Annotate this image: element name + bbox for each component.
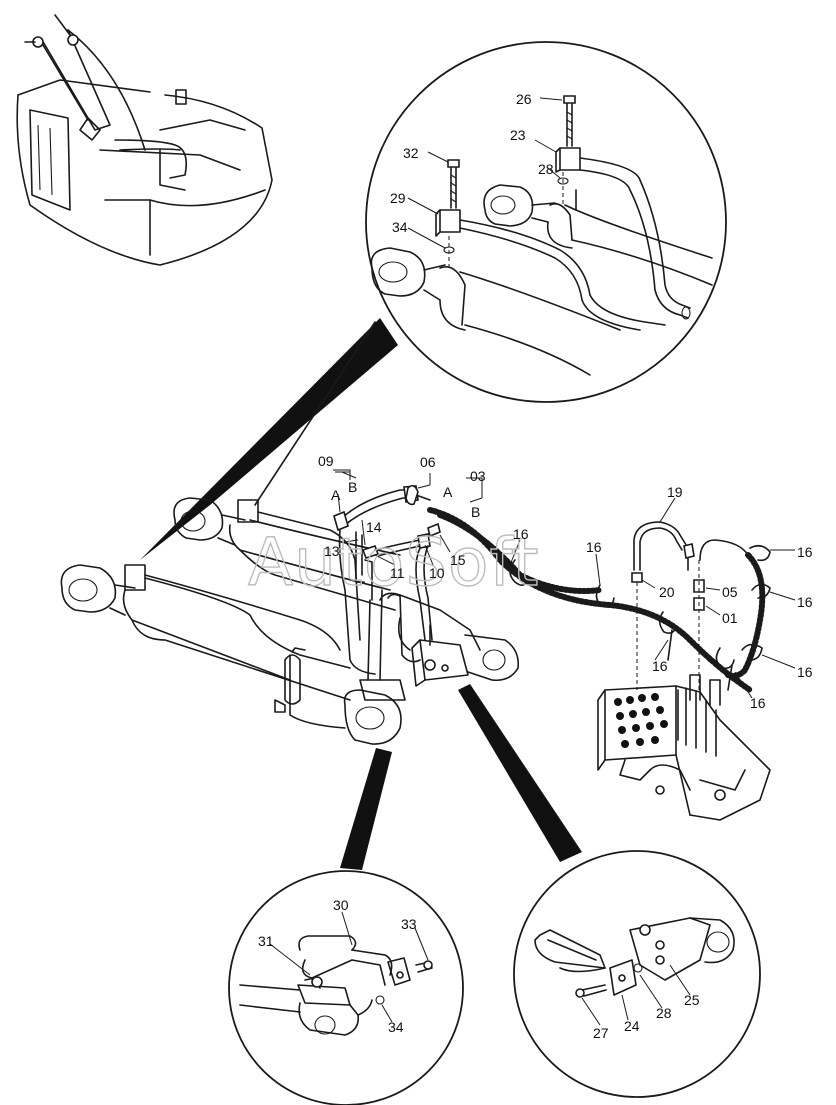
part-label-31: 31 bbox=[258, 933, 274, 949]
part-label-16-hose-a: 16 bbox=[513, 526, 529, 542]
part-label-06: 06 bbox=[420, 454, 436, 470]
lower-left-detail-circle bbox=[228, 870, 464, 1105]
control-valve bbox=[597, 674, 771, 821]
part-label-32: 32 bbox=[403, 145, 419, 161]
watermark: AutoSoft bbox=[248, 524, 539, 601]
callout-wedge-lower-right bbox=[458, 684, 582, 862]
part-label-19: 19 bbox=[667, 484, 683, 500]
port-label-a-09: A bbox=[331, 487, 341, 503]
excavator-overview bbox=[16, 14, 273, 266]
pipe-fittings bbox=[333, 484, 441, 675]
part-label-15: 15 bbox=[450, 552, 466, 568]
part-label-28-detail: 28 bbox=[656, 1005, 672, 1021]
part-label-33: 33 bbox=[401, 916, 417, 932]
part-label-16-right-b: 16 bbox=[797, 594, 813, 610]
boom-cylinders bbox=[60, 497, 406, 745]
part-label-25: 25 bbox=[684, 992, 700, 1008]
port-label-a-03: A bbox=[443, 484, 453, 500]
callout-wedge-lower-left bbox=[340, 748, 392, 870]
part-label-14: 14 bbox=[366, 519, 382, 535]
port-label-b-03: B bbox=[471, 504, 480, 520]
part-label-30: 30 bbox=[333, 897, 349, 913]
part-label-11: 11 bbox=[390, 565, 405, 581]
part-label-03: 03 bbox=[470, 468, 486, 484]
part-label-05: 05 bbox=[722, 584, 738, 600]
part-label-34: 34 bbox=[392, 219, 408, 235]
part-labels: 26 23 32 28 29 34 09 06 03 A B A B 14 13… bbox=[258, 91, 813, 1041]
part-label-27: 27 bbox=[593, 1025, 609, 1041]
part-label-34-detail: 34 bbox=[388, 1019, 404, 1035]
part-label-20: 20 bbox=[659, 584, 675, 600]
valve-block-assembly bbox=[379, 592, 520, 687]
part-label-16-right-a: 16 bbox=[797, 544, 813, 560]
lower-right-detail-circle bbox=[513, 850, 761, 1098]
part-label-01: 01 bbox=[722, 610, 738, 626]
leader-lines bbox=[269, 97, 796, 1026]
part-label-16-right-c: 16 bbox=[797, 664, 813, 680]
part-label-16-hose-b: 16 bbox=[586, 539, 602, 555]
upper-detail-circle bbox=[365, 41, 727, 403]
part-label-23: 23 bbox=[510, 127, 526, 143]
part-label-16-mid: 16 bbox=[652, 658, 668, 674]
part-label-13: 13 bbox=[324, 543, 340, 559]
port-label-b-09: B bbox=[348, 479, 357, 495]
part-label-10: 10 bbox=[429, 565, 445, 581]
part-label-26: 26 bbox=[516, 91, 532, 107]
part-label-28: 28 bbox=[538, 161, 554, 177]
part-label-16-low: 16 bbox=[750, 695, 766, 711]
hose-03 bbox=[427, 507, 753, 693]
valve-ports bbox=[614, 693, 668, 748]
part-label-29: 29 bbox=[390, 190, 406, 206]
part-label-24: 24 bbox=[624, 1018, 640, 1034]
part-label-09: 09 bbox=[318, 453, 334, 469]
